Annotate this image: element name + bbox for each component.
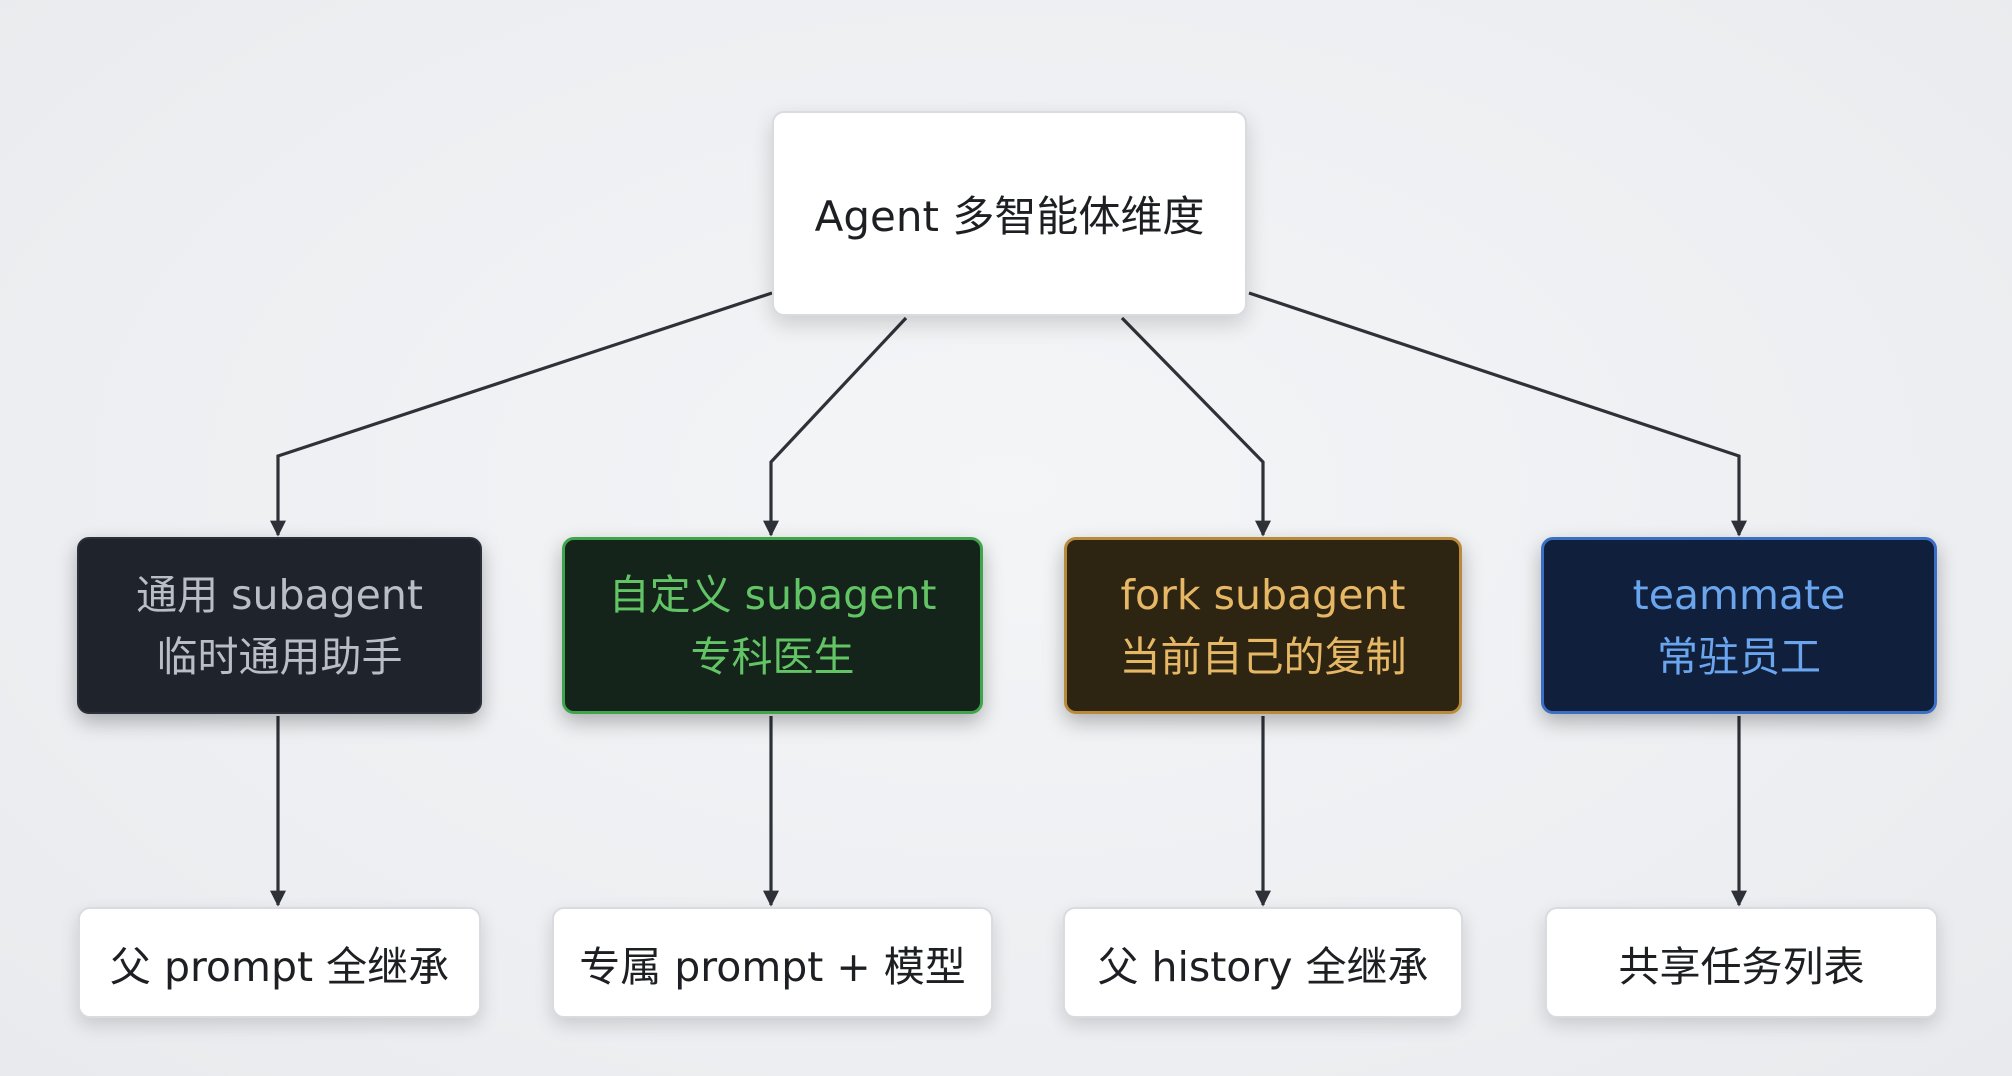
branch-subtitle: 专科医生 bbox=[690, 632, 855, 681]
leaf-label: 父 history 全继承 bbox=[1097, 942, 1429, 991]
leaf-node-custom-subagent: 专属 prompt + 模型 bbox=[552, 907, 993, 1018]
edge-root-to-branch-3 bbox=[1120, 316, 1271, 537]
leaf-node-fork-subagent: 父 history 全继承 bbox=[1063, 907, 1463, 1018]
branch-node-teammate: teammate 常驻员工 bbox=[1541, 537, 1937, 714]
leaf-node-general-subagent: 父 prompt 全继承 bbox=[78, 907, 481, 1018]
edge-root-to-branch-2 bbox=[763, 316, 908, 537]
branch-subtitle: 当前自己的复制 bbox=[1119, 632, 1407, 681]
leaf-node-teammate: 共享任务列表 bbox=[1545, 907, 1938, 1018]
root-node: Agent 多智能体维度 bbox=[772, 111, 1247, 316]
branch-title: fork subagent bbox=[1120, 570, 1406, 619]
branch-title: 通用 subagent bbox=[136, 570, 423, 619]
branch-subtitle: 临时通用助手 bbox=[156, 632, 403, 681]
edge-root-to-branch-1 bbox=[270, 291, 773, 537]
branch-subtitle: 常驻员工 bbox=[1657, 632, 1821, 681]
leaf-label: 共享任务列表 bbox=[1618, 942, 1865, 991]
leaf-label: 专属 prompt + 模型 bbox=[579, 942, 966, 991]
branch-node-general-subagent: 通用 subagent 临时通用助手 bbox=[77, 537, 482, 714]
branch-title: 自定义 subagent bbox=[608, 570, 937, 619]
branch-node-custom-subagent: 自定义 subagent 专科医生 bbox=[562, 537, 983, 714]
root-node-label: Agent 多智能体维度 bbox=[814, 192, 1205, 241]
leaf-label: 父 prompt 全继承 bbox=[109, 942, 450, 991]
branch-node-fork-subagent: fork subagent 当前自己的复制 bbox=[1064, 537, 1462, 714]
edge-root-to-branch-4 bbox=[1248, 291, 1747, 537]
branch-title: teammate bbox=[1632, 570, 1846, 619]
